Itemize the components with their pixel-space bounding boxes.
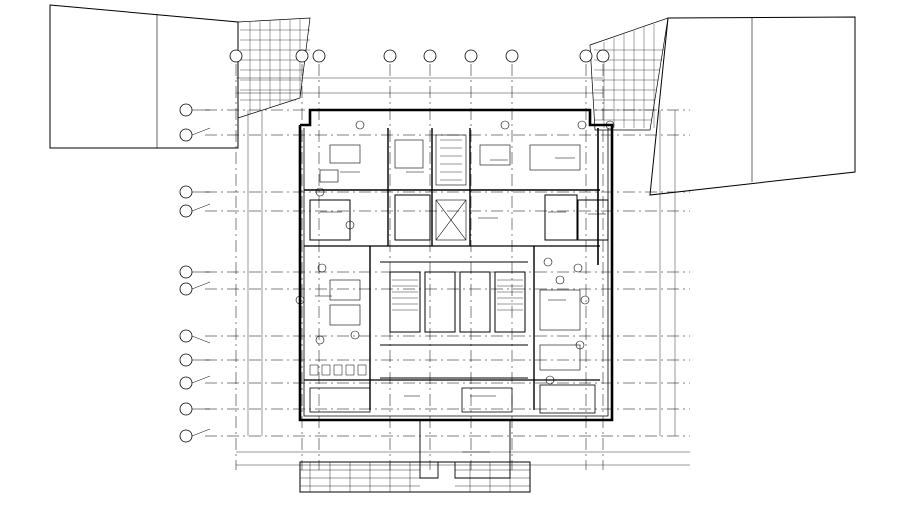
building-walls xyxy=(298,108,614,422)
grid-bubble xyxy=(579,49,593,63)
grid-bubble xyxy=(295,49,309,63)
grid-bubble xyxy=(179,204,193,218)
grid-bubble xyxy=(423,49,437,63)
grid-bubble xyxy=(229,49,243,63)
furniture xyxy=(295,120,615,385)
grid-bubble xyxy=(179,429,193,443)
grid-bubble xyxy=(179,265,193,279)
room-tag-lines xyxy=(315,157,606,453)
stair-treads xyxy=(392,139,523,311)
grid-bubble xyxy=(179,329,193,343)
grid-bubble xyxy=(464,49,478,63)
grid-bubble xyxy=(596,49,610,63)
dimension-lines xyxy=(236,77,690,466)
grid-bubble xyxy=(312,49,326,63)
entrance-block xyxy=(299,420,531,493)
atrium-void xyxy=(435,134,467,241)
restroom-fixtures xyxy=(309,364,367,376)
grid-bubble xyxy=(179,185,193,199)
grid-bubble xyxy=(179,353,193,367)
grid-bubbles-top xyxy=(229,49,610,63)
grid-bubble xyxy=(179,402,193,416)
grid-bubble xyxy=(505,49,519,63)
right-wing xyxy=(589,16,856,196)
grid-bubble xyxy=(179,376,193,390)
grid-bubble xyxy=(179,128,193,142)
grid-bubble xyxy=(179,282,193,296)
grid-bubble xyxy=(383,49,397,63)
grid-lines xyxy=(205,64,690,470)
grid-bubble xyxy=(179,103,193,117)
grid-bubbles-left xyxy=(179,103,193,443)
left-wing xyxy=(49,4,311,149)
